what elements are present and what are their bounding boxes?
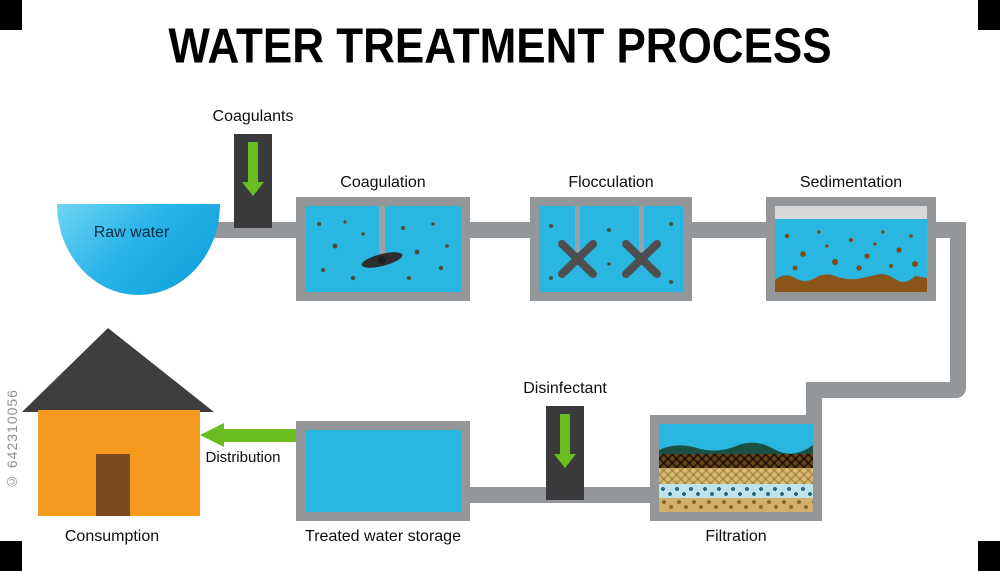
filter-gravel-layer	[659, 484, 813, 498]
paddle-mixers-icon	[549, 206, 673, 284]
flocculation-tank	[530, 197, 692, 301]
house-icon	[22, 328, 214, 516]
corner-mark	[978, 541, 1000, 571]
coagulants-label: Coagulants	[212, 108, 294, 125]
raw-water-pond: Raw water	[57, 204, 220, 295]
down-arrow-icon	[248, 142, 258, 182]
pipe-right-vertical	[950, 222, 966, 398]
filter-anthracite-layer	[659, 454, 813, 468]
raw-water-label: Raw water	[93, 224, 170, 241]
pipe-flocculation-sedimentation	[690, 222, 768, 238]
pipe-coagulation-flocculation	[468, 222, 532, 238]
coagulation-tank	[296, 197, 470, 301]
consumption-label: Consumption	[64, 528, 160, 545]
corner-mark	[0, 0, 22, 30]
flocculation-label: Flocculation	[568, 174, 654, 191]
distribution-label: Distribution	[205, 449, 281, 466]
filter-base-layer	[659, 498, 813, 512]
filtration-tank	[650, 415, 822, 521]
down-arrow-icon	[242, 182, 264, 196]
pipe-to-filtration-horizontal	[806, 382, 958, 398]
coagulation-label: Coagulation	[340, 174, 426, 191]
filter-layers	[659, 424, 813, 512]
disinfectant-label: Disinfectant	[523, 380, 607, 397]
disinfectant-dispenser	[546, 406, 584, 500]
down-arrow-icon	[560, 414, 570, 454]
pipe-into-filtration	[806, 382, 822, 424]
stock-watermark: © 642310056	[4, 389, 20, 490]
mixer-icon	[317, 206, 449, 281]
treated-water-storage-label: Treated water storage	[305, 528, 461, 545]
down-arrow-icon	[554, 454, 576, 468]
left-arrow-icon	[222, 429, 296, 442]
coagulant-dispenser	[234, 134, 272, 228]
filter-sand-layer	[659, 468, 813, 484]
filter-wave-icon	[659, 442, 813, 454]
sediment-icon	[775, 206, 927, 292]
filtration-label: Filtration	[705, 528, 767, 545]
corner-mark	[978, 0, 1000, 30]
filter-water-layer	[659, 424, 813, 442]
corner-mark	[0, 541, 22, 571]
treated-water-storage-tank	[296, 421, 470, 521]
left-arrow-icon	[200, 423, 224, 447]
sedimentation-label: Sedimentation	[799, 174, 903, 191]
consumption-house	[20, 326, 216, 518]
sedimentation-tank	[766, 197, 936, 301]
page-title: WATER TREATMENT PROCESS	[168, 19, 832, 74]
